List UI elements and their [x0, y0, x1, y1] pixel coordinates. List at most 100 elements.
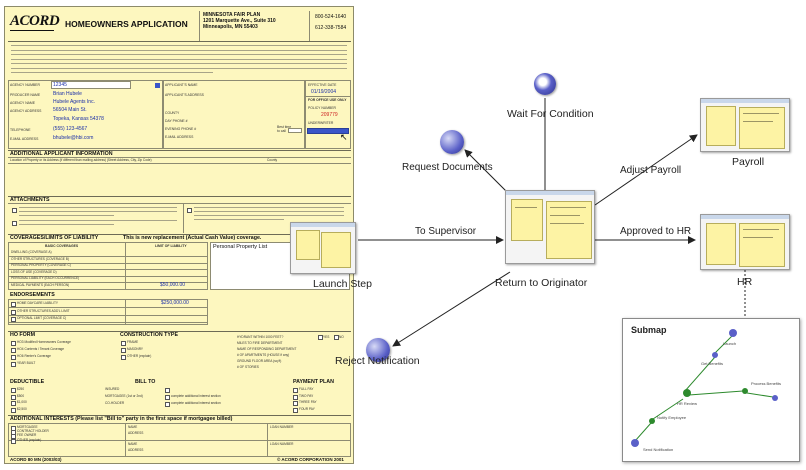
- option-checkbox[interactable]: [11, 309, 16, 315]
- hr-node[interactable]: [700, 214, 790, 270]
- endorsement-table: [8, 299, 208, 325]
- construction-type-heading: CONSTRUCTION TYPE: [120, 332, 178, 338]
- wait-for-condition-icon[interactable]: [534, 73, 556, 95]
- attachment-checkbox[interactable]: [12, 221, 17, 226]
- row-label: MORTGAGEE: [17, 425, 38, 429]
- daycare-liability-value[interactable]: $250,000.00: [161, 300, 189, 306]
- hydrant-yes-checkbox[interactable]: [318, 335, 323, 340]
- county-label: COUNTY: [165, 111, 180, 115]
- underwriter-select[interactable]: [307, 128, 349, 134]
- submap-label: Launch: [723, 341, 737, 346]
- submap-node[interactable]: [683, 389, 691, 397]
- node-text-line: [550, 223, 584, 224]
- bill-to-checkbox[interactable]: [165, 388, 170, 393]
- logo-underline: [10, 30, 54, 31]
- agency-number-field[interactable]: [51, 81, 131, 89]
- agency-name-value[interactable]: Hubele Agents Inc.: [53, 99, 95, 105]
- underwriter-label: UNDERWRITER: [308, 121, 334, 125]
- row-label: HO4 Contents / Tenant Coverage: [17, 347, 65, 351]
- submap-panel[interactable]: Submap Launch Get Benefits HR Review Pro…: [622, 318, 800, 462]
- hydrant-no-checkbox[interactable]: [334, 335, 339, 340]
- option-checkbox[interactable]: [11, 355, 16, 360]
- launch-step-node[interactable]: [290, 222, 356, 274]
- option-checkbox[interactable]: [293, 388, 298, 393]
- option-checkbox[interactable]: [11, 302, 16, 307]
- option-checkbox[interactable]: [11, 362, 16, 367]
- policy-label: POLICY NUMBER: [308, 106, 337, 110]
- row-label: MEDICAL PAYMENTS (EACH PERSON): [11, 282, 70, 287]
- header-rule: [8, 41, 351, 42]
- submap-node[interactable]: [729, 329, 737, 337]
- option-checkbox[interactable]: [11, 348, 16, 353]
- fine-print-line: [194, 219, 284, 220]
- submap-node[interactable]: [712, 352, 718, 358]
- endorsements-heading: ENDORSEMENTS: [10, 292, 55, 298]
- loan-number-label: LOAN NUMBER: [270, 425, 294, 429]
- option-checkbox[interactable]: [11, 388, 16, 393]
- applicant-block: [163, 80, 305, 149]
- reject-notification-icon[interactable]: [366, 338, 390, 362]
- yes-label: YES: [323, 335, 330, 339]
- submap-node[interactable]: [772, 395, 778, 401]
- personal-property-list-label: Personal Property List: [213, 244, 268, 250]
- submap-edge: [684, 356, 716, 392]
- payment-plan-heading: PAYMENT PLAN: [293, 379, 334, 385]
- telephone-value[interactable]: (555) 123-4567: [53, 126, 88, 132]
- producer-name-value[interactable]: Brian Hubele: [53, 91, 82, 97]
- option-checkbox[interactable]: [11, 317, 16, 322]
- node-titlebar: [506, 191, 594, 195]
- row-label: # OF APARTMENTS (HOUSE if any): [237, 353, 290, 357]
- node-page-preview: [706, 223, 736, 265]
- form-footer-left: ACORD 80 MN (2003/03): [10, 457, 62, 462]
- option-checkbox[interactable]: [11, 401, 16, 406]
- name-label: NAME: [128, 442, 138, 446]
- row-rule: [8, 322, 208, 323]
- option-checkbox[interactable]: [11, 394, 16, 400]
- submap-node[interactable]: [649, 418, 655, 424]
- fine-print-line: [11, 54, 347, 55]
- row-label: DWELLING (COVERAGE A): [11, 250, 52, 254]
- additional-info-heading: ADDITIONAL APPLICANT INFORMATION: [10, 151, 113, 157]
- option-checkbox[interactable]: [121, 355, 126, 360]
- agency-city-value[interactable]: Topeka, Kansas 54378: [53, 116, 104, 122]
- option-checkbox[interactable]: [293, 394, 298, 400]
- bill-to-note: complete additional interest section: [171, 401, 221, 405]
- option-checkbox[interactable]: [121, 341, 126, 346]
- medical-payments-value[interactable]: $50,000.00: [160, 282, 186, 288]
- adjust-payroll-label: Adjust Payroll: [620, 165, 682, 176]
- edge-adjust-payroll[interactable]: [594, 134, 698, 206]
- bill-to-checkbox[interactable]: [165, 402, 170, 407]
- submap-node[interactable]: [631, 439, 639, 447]
- option-checkbox[interactable]: [11, 407, 16, 413]
- option-checkbox[interactable]: [11, 341, 16, 346]
- option-checkbox[interactable]: [11, 438, 16, 444]
- wait-for-condition-label: Wait For Condition: [507, 108, 594, 120]
- bill-to-checkbox[interactable]: [165, 395, 170, 400]
- edge-reject-notification[interactable]: [392, 271, 511, 347]
- email-value[interactable]: bhubele@hbi.com: [53, 135, 94, 141]
- date-value[interactable]: 01/19/2004: [311, 89, 337, 95]
- attachment-checkbox[interactable]: [187, 208, 192, 213]
- basic-coverages-header: BASIC COVERAGES: [45, 244, 79, 248]
- return-to-originator-node[interactable]: [505, 190, 595, 264]
- fine-print-line: [194, 211, 344, 212]
- row-label: OTHER STRUCTURES ADD'L LIMIT: [17, 308, 70, 313]
- agency-address-label: AGENCY ADDRESS: [10, 109, 42, 113]
- agency-dropdown-icon[interactable]: [155, 83, 160, 88]
- agency-street-value[interactable]: 56504 Main St.: [53, 107, 87, 113]
- row-rule: [8, 256, 208, 257]
- option-checkbox[interactable]: [293, 401, 298, 406]
- request-documents-icon[interactable]: [440, 130, 464, 154]
- option-checkbox[interactable]: [293, 407, 298, 413]
- option-checkbox[interactable]: [121, 348, 126, 353]
- row-rule: [8, 314, 208, 316]
- agency-number-value: 12345: [53, 82, 67, 88]
- submap-node[interactable]: [742, 388, 748, 394]
- row-label: FRAME: [127, 340, 139, 344]
- section-rule: [8, 157, 351, 158]
- attachment-checkbox[interactable]: [12, 208, 17, 213]
- payroll-node[interactable]: [700, 98, 790, 152]
- best-time-select[interactable]: [288, 128, 302, 133]
- row-label: GROUND FLOOR AREA (sq ft): [237, 359, 282, 363]
